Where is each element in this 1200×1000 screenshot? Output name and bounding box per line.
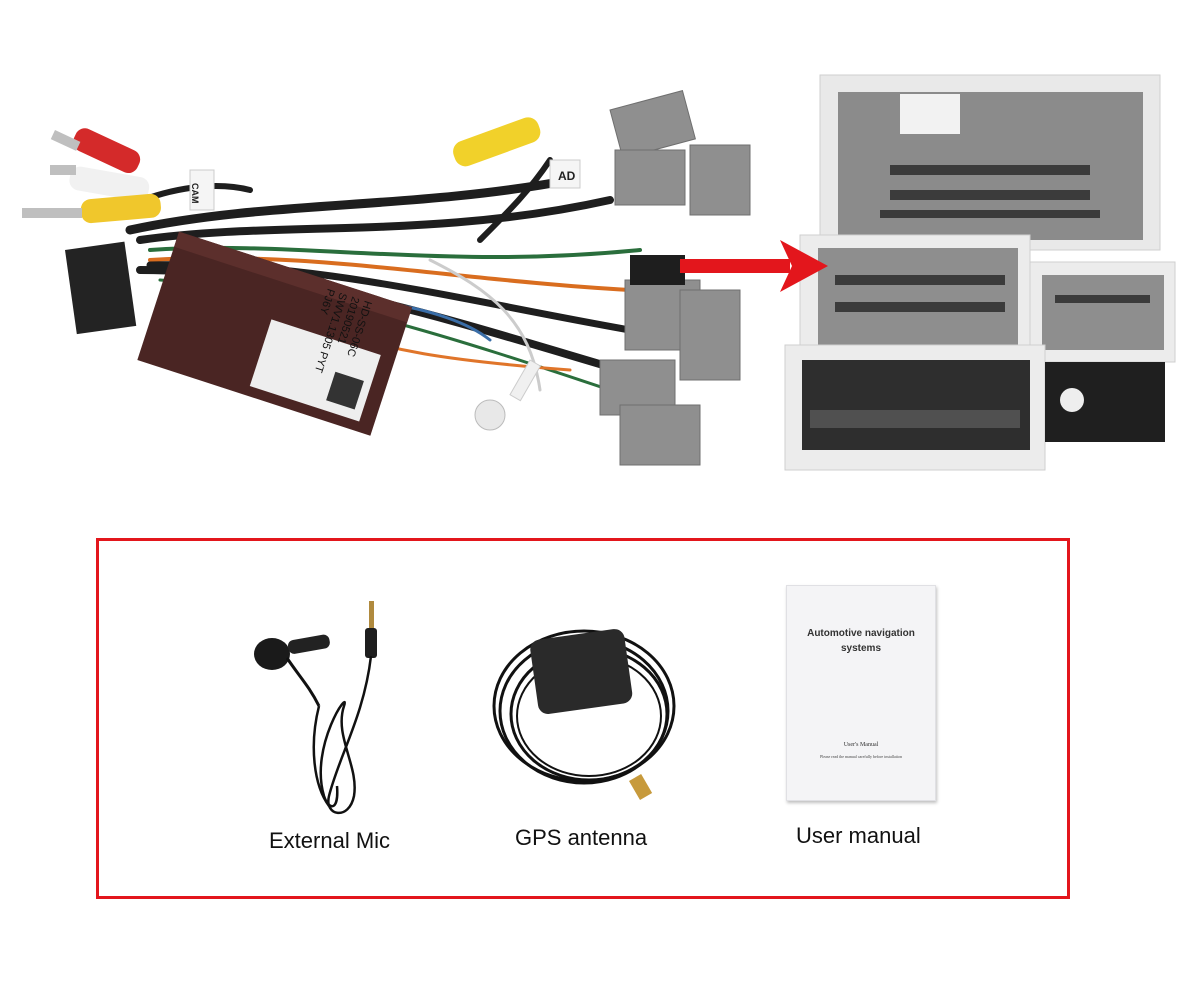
gps-antenna-label: GPS antenna — [515, 825, 648, 850]
gps-antenna-photo — [492, 629, 676, 801]
harness-tag-ad: AD — [558, 169, 576, 183]
red-arrow-icon — [680, 240, 828, 292]
accessories-panel: External Mic GPS antenna Automotive navi… — [96, 538, 1070, 899]
wiring-harness-photo: HD-SS-06C 20190521 SWV1.1305 PYT PJ6Y AD… — [22, 90, 751, 466]
manual-cover-note: Please read the manual carefully before … — [820, 754, 902, 759]
external-mic-photo — [254, 601, 377, 815]
user-manual-booklet: Automotive navigation systems User's Man… — [786, 585, 936, 801]
manual-cover-subtitle: User's Manual — [843, 742, 879, 748]
vehicle-connector-photo — [784, 74, 1176, 471]
external-mic-label: External Mic — [269, 828, 391, 853]
user-manual-label: User manual — [796, 823, 921, 848]
manual-cover-title: Automotive navigation systems — [807, 628, 915, 654]
harness-tag-cam: CAM — [190, 183, 200, 204]
